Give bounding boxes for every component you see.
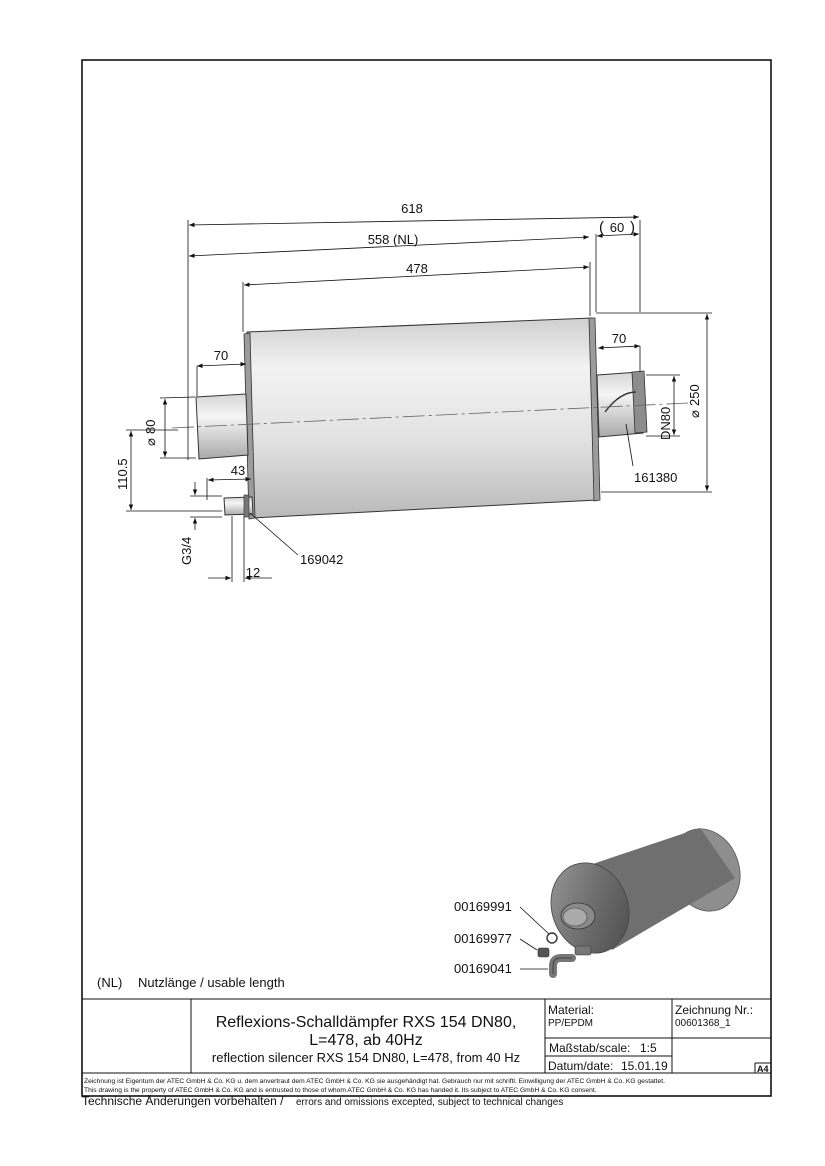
- dim-inlet-diameter-label: ⌀ 80: [143, 420, 158, 446]
- drawing-frame: [81, 59, 772, 1097]
- changes-notice-en: errors and omissions excepted, subject t…: [296, 1097, 563, 1108]
- property-notice-en: This drawing is the property of ATEC Gmb…: [84, 1087, 597, 1094]
- part-ref-outlet: 161380: [634, 470, 677, 485]
- iso-elbow-outline: [552, 957, 572, 974]
- iso-part-ref-0: 00169991: [454, 899, 512, 914]
- iso-seal-ring: [546, 932, 558, 944]
- dim-usable-length: 558 (NL): [368, 232, 419, 247]
- body-left-end: [243, 332, 256, 520]
- dim-inlet-length: 70: [214, 348, 228, 363]
- material-value: PP/EPDM: [548, 1018, 593, 1029]
- iso-drain-stub: [574, 945, 592, 956]
- body-right-end: [588, 317, 601, 502]
- silencer-body: [246, 317, 598, 519]
- part-ref-drain: 169042: [300, 552, 343, 567]
- title-block-grid: [82, 998, 771, 1074]
- inlet-pipe: [195, 393, 249, 460]
- outlet-seal-curve: [604, 391, 637, 413]
- scale-label: Maßstab/scale:: [549, 1041, 630, 1055]
- drawing-number-value: 00601368_1: [675, 1018, 731, 1029]
- dim-drain-length: 43: [231, 463, 245, 478]
- silencer-isometric-view: [537, 828, 741, 978]
- legend-abbr: (NL): [97, 975, 122, 990]
- iso-part-ref-1: 00169977: [454, 931, 512, 946]
- drawing-number-label: Zeichnung Nr.:: [675, 1003, 753, 1017]
- dim-body-diameter: 250: [687, 384, 702, 406]
- changes-notice-de: Technische Änderungen vorbehalten /: [82, 1094, 284, 1108]
- date-value: 15.01.19: [621, 1059, 668, 1073]
- dim-outlet-length: 60: [610, 220, 624, 235]
- date-label: Datum/date:: [548, 1059, 613, 1073]
- title-german-line2: L=478, ab 40Hz: [309, 1032, 422, 1049]
- silencer-side-view: [171, 317, 689, 520]
- dimension-lines: [126, 214, 712, 582]
- drain-nut: [243, 494, 250, 518]
- center-line: [171, 402, 689, 429]
- legend-text: Nutzlänge / usable length: [138, 975, 285, 990]
- dim-drain-thread: G3/4: [179, 537, 194, 565]
- diameter-symbol-icon: ⌀: [143, 438, 158, 446]
- iso-part-ref-2: 00169041: [454, 961, 512, 976]
- iso-inlet-opening: [562, 907, 588, 927]
- outlet-pipe-ring: [631, 370, 648, 434]
- diameter-symbol-icon: ⌀: [687, 410, 702, 418]
- scale-value: 1:5: [640, 1041, 657, 1055]
- iso-nut: [537, 947, 550, 958]
- property-notice-de: Zeichnung ist Eigentum der ATEC GmbH & C…: [84, 1078, 665, 1085]
- dim-outlet-pipe-length: 70: [612, 331, 626, 346]
- dim-overall-length: 618: [401, 201, 423, 216]
- iso-elbow: [549, 954, 576, 978]
- paper-format: A4: [757, 1064, 769, 1074]
- dim-outlet-nominal: DN80: [658, 407, 673, 440]
- dim-body-length: 478: [406, 261, 428, 276]
- dim-drain-offset-label: 110.5: [115, 458, 130, 490]
- material-label: Material:: [548, 1003, 594, 1017]
- dim-body-diameter-label: ⌀ 250: [687, 384, 702, 418]
- dim-inlet-diameter: 80: [143, 420, 158, 434]
- dim-drain-width: 12: [246, 565, 260, 580]
- iso-leaders: [519, 906, 550, 970]
- dim-outlet-nominal-label: DN80: [658, 407, 673, 440]
- dim-drain-offset: 110.5: [115, 458, 130, 490]
- dim-reference-paren: ): [630, 219, 635, 236]
- dim-drain-thread-label: G3/4: [179, 537, 194, 565]
- title-german-line1: Reflexions-Schalldämpfer RXS 154 DN80,: [216, 1014, 517, 1031]
- outlet-pipe: [596, 371, 644, 438]
- dim-reference-paren: (: [599, 219, 604, 236]
- title-english: reflection silencer RXS 154 DN80, L=478,…: [212, 1050, 520, 1065]
